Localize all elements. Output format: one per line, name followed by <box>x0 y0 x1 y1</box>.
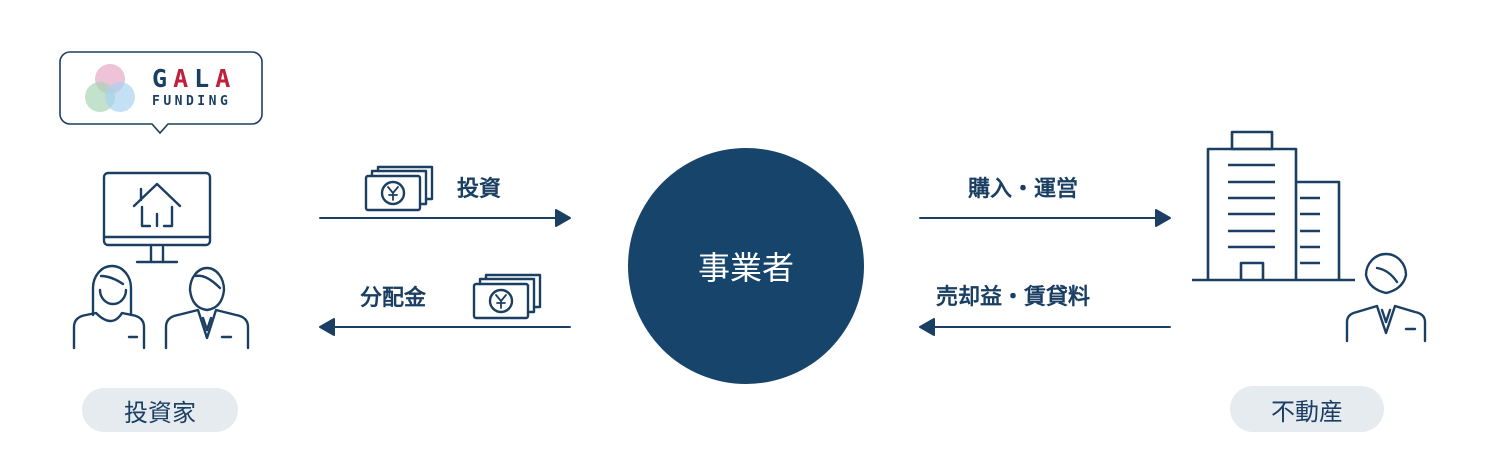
logo-circles-icon <box>85 64 135 112</box>
arrow-invest <box>319 209 571 227</box>
building-icon <box>1192 130 1355 282</box>
investor-pill: 投資家 <box>82 388 238 432</box>
invest-label: 投資 <box>457 177 502 202</box>
monitor-house-icon <box>102 171 212 264</box>
logo-funding: FUNDING <box>152 94 232 109</box>
real-estate-label: 不動産 <box>1271 397 1343 426</box>
money-icon <box>364 165 434 212</box>
sale-rent-income-label: 売却益・賃貸料 <box>936 285 1091 310</box>
logo-letter: L <box>194 64 216 93</box>
arrow-income <box>919 318 1171 336</box>
purchase-operation-label: 購入・運営 <box>968 177 1079 202</box>
operator-label: 事業者 <box>697 249 794 287</box>
money-icon <box>472 273 542 320</box>
logo-letter: G <box>152 64 174 93</box>
real-estate-pill: 不動産 <box>1230 386 1384 432</box>
distribution-label: 分配金 <box>360 286 427 311</box>
operator-circle: 事業者 <box>628 148 864 384</box>
woman-investor-icon <box>72 264 146 350</box>
logo-letter: A <box>173 64 195 93</box>
arrow-distribution <box>319 318 571 336</box>
investor-label: 投資家 <box>124 398 196 427</box>
real-estate-agent-icon <box>1345 252 1427 343</box>
logo-gala: GALA <box>152 66 236 91</box>
man-investor-icon <box>164 266 250 350</box>
logo-letter: A <box>215 64 237 93</box>
arrow-purchase <box>919 209 1171 227</box>
